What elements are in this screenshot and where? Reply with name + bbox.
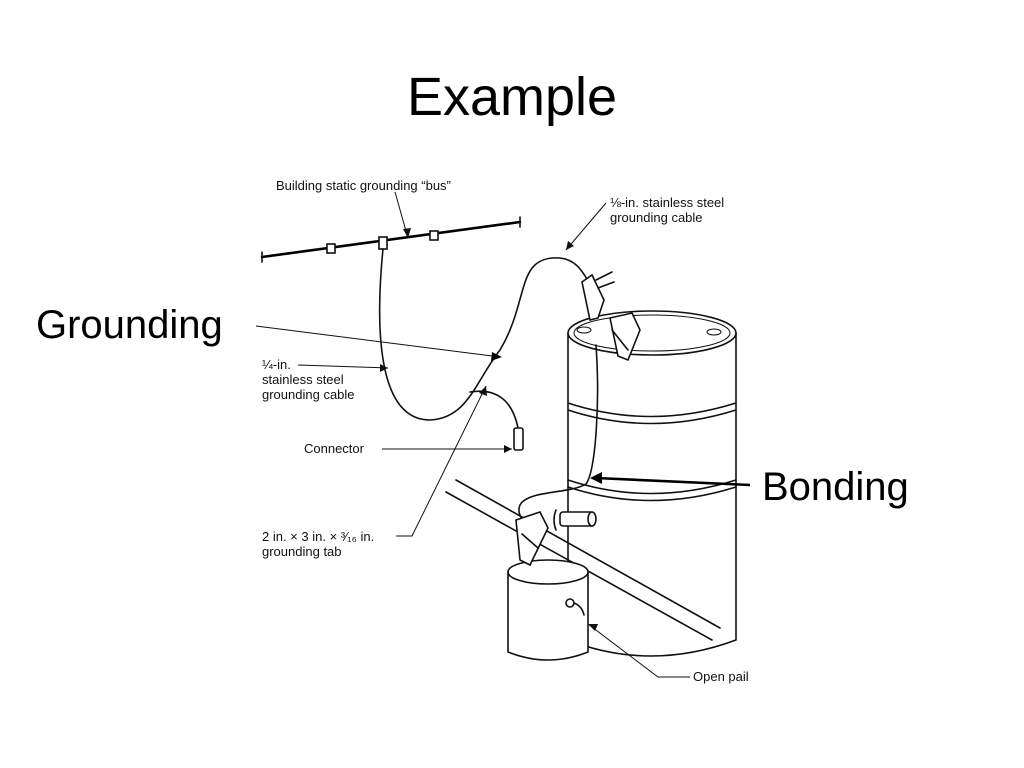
half-inch-cable-caption: ⅛-in. stainless steel grounding cable <box>610 195 724 225</box>
grounding-leader <box>255 325 501 358</box>
quarter-inch-cable-caption: ¼-in. stainless steel grounding cable <box>262 357 355 402</box>
pail-leader <box>587 623 690 678</box>
half-cable-leader <box>565 202 607 251</box>
bus-arrowhead <box>403 228 411 238</box>
tab-arrowhead <box>479 386 487 396</box>
connector-cable <box>469 390 519 429</box>
quarter-cable-leader <box>297 364 389 369</box>
bonding-leader <box>595 476 751 487</box>
bonding-label: Bonding <box>762 465 909 509</box>
grounding-bus <box>260 216 522 263</box>
drum-faucet <box>553 509 597 531</box>
bonding-cable <box>518 344 599 529</box>
quarter-cable-arrowhead <box>380 364 388 372</box>
half-inch-cable-caption-line: grounding cable <box>610 210 703 225</box>
half-inch-cable-caption-line: ⅛-in. stainless steel <box>610 195 725 210</box>
half-cable-arrowhead <box>566 241 574 250</box>
connector <box>513 427 524 451</box>
alligator-clip-drum <box>609 312 641 362</box>
open-pail-caption: Open pail <box>693 669 749 684</box>
alligator-clip-top <box>581 271 615 321</box>
grounding-label: Grounding <box>36 303 223 347</box>
bus-caption: Building static grounding “bus” <box>276 178 451 193</box>
open-pail <box>507 559 589 661</box>
bonding-arrowhead <box>590 472 602 484</box>
tab-leader <box>396 385 487 537</box>
quarter-inch-cable-caption-line: grounding cable <box>262 387 355 402</box>
pail-arrowhead <box>588 624 598 631</box>
drum <box>567 310 737 657</box>
grounding-tab-caption-line: grounding tab <box>262 544 342 559</box>
grounding-arrowhead <box>491 352 502 361</box>
quarter-inch-cable <box>378 248 595 421</box>
slide-title: Example <box>406 67 618 127</box>
quarter-inch-cable-caption-line: stainless steel <box>262 372 344 387</box>
connector-arrowhead <box>504 445 512 453</box>
alligator-clip-pail <box>515 511 549 567</box>
connector-caption: Connector <box>304 441 364 456</box>
grounding-tab-caption: 2 in. × 3 in. × ³⁄₁₆ in. grounding tab <box>262 529 374 559</box>
grounding-tab-caption-line: 2 in. × 3 in. × ³⁄₁₆ in. <box>262 529 375 544</box>
quarter-inch-cable-caption-line: ¼-in. <box>262 357 291 372</box>
